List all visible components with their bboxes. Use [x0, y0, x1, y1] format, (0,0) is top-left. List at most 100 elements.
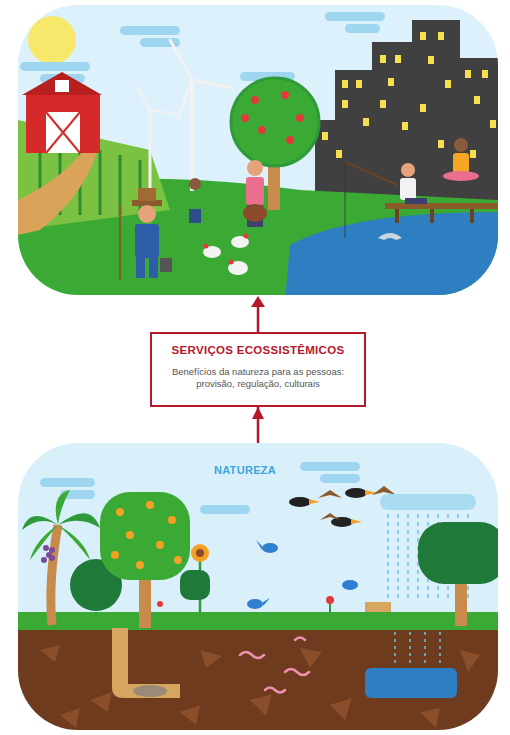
apple-tree [281, 91, 289, 99]
groundwater [365, 668, 457, 698]
lit-window [380, 55, 386, 63]
seeping-water [424, 632, 426, 664]
dirt-road [18, 140, 100, 235]
fisherman [405, 198, 427, 204]
orange-tree [174, 556, 182, 564]
man-with-child [243, 204, 267, 222]
blue-bird [263, 598, 270, 606]
palm-tree [41, 545, 55, 563]
earthworm [285, 669, 309, 675]
blue-bird [342, 580, 358, 590]
soil-grain [460, 650, 480, 672]
fisherman [345, 162, 427, 238]
toucan [365, 490, 377, 495]
soil-grain [60, 708, 80, 728]
toucan [331, 517, 353, 527]
toucan [289, 488, 377, 527]
lit-window [363, 118, 369, 126]
toucan [309, 499, 320, 504]
cloud [325, 12, 385, 21]
chicken [244, 234, 249, 239]
jumping-fish [378, 233, 402, 240]
lit-window [395, 55, 401, 63]
palm-tree [49, 547, 55, 553]
sunflower [180, 544, 210, 612]
orange-tree [156, 541, 164, 549]
armadillo [133, 685, 167, 697]
soil [18, 630, 498, 730]
barn [46, 112, 80, 153]
blue-bird [247, 599, 263, 609]
meditating-woman [443, 138, 479, 181]
palm-tree [58, 513, 100, 528]
right-tree [418, 522, 498, 626]
lit-window [445, 80, 451, 88]
wind-turbine [178, 80, 192, 118]
farmer [120, 188, 172, 280]
wind-turbine [192, 80, 232, 88]
chicken [229, 260, 234, 265]
palm-tree [56, 490, 70, 525]
corn-row [139, 160, 142, 215]
apple-tree [258, 126, 266, 134]
farmer [138, 188, 156, 201]
man-with-child [246, 177, 264, 205]
wind-turbine [135, 40, 232, 200]
nature-panel: NATUREZA [18, 443, 498, 730]
lit-window [438, 140, 444, 148]
city-building [372, 42, 417, 220]
lit-window [322, 32, 496, 158]
cloud [20, 12, 385, 83]
flower [157, 596, 334, 613]
lit-window [388, 78, 394, 86]
lit-window [482, 70, 488, 78]
earthworm [240, 652, 264, 658]
flower [329, 604, 331, 613]
seeping-water [439, 632, 441, 664]
lit-window [470, 150, 476, 158]
flying-bird [318, 490, 342, 498]
fisherman [345, 162, 346, 238]
box-title: SERVIÇOS ECOSSISTÊMICOS [160, 343, 356, 357]
man-with-child [247, 160, 263, 176]
lit-window [420, 32, 426, 40]
palm-tree [41, 557, 47, 563]
palm-tree [49, 555, 55, 561]
orange-tree [111, 551, 119, 559]
orange-tree [116, 508, 124, 516]
flying-bird [320, 513, 340, 520]
orange-tree [100, 492, 190, 628]
farmer [160, 258, 172, 272]
man-with-child [189, 178, 201, 190]
man-with-child [189, 209, 201, 223]
earthworm [265, 688, 285, 693]
farmer [138, 205, 156, 223]
orange-tree [168, 516, 176, 524]
lit-window [380, 100, 386, 108]
city-building [412, 20, 460, 220]
apple-tree [231, 78, 319, 166]
seeping-water [409, 632, 411, 664]
dock [395, 209, 399, 223]
wind-turbine [150, 110, 176, 114]
benefit-arrow [251, 296, 265, 307]
man-with-child [188, 191, 202, 209]
blue-bird [262, 543, 278, 553]
chicken [203, 234, 249, 276]
orange-tree [100, 492, 190, 580]
barn [46, 112, 80, 153]
soil-grain [40, 645, 480, 728]
palm-tree [51, 525, 58, 625]
barn [26, 95, 100, 153]
soil-grain [300, 648, 322, 668]
sunflower [191, 544, 209, 562]
barn [55, 80, 69, 92]
flow-arrow [257, 407, 260, 443]
sunflower [180, 570, 210, 600]
lit-window [465, 70, 471, 78]
earthworm [295, 638, 305, 641]
lit-window [428, 56, 434, 64]
lit-window [474, 96, 480, 104]
soil-grain [330, 698, 352, 720]
lit-window [420, 104, 426, 112]
